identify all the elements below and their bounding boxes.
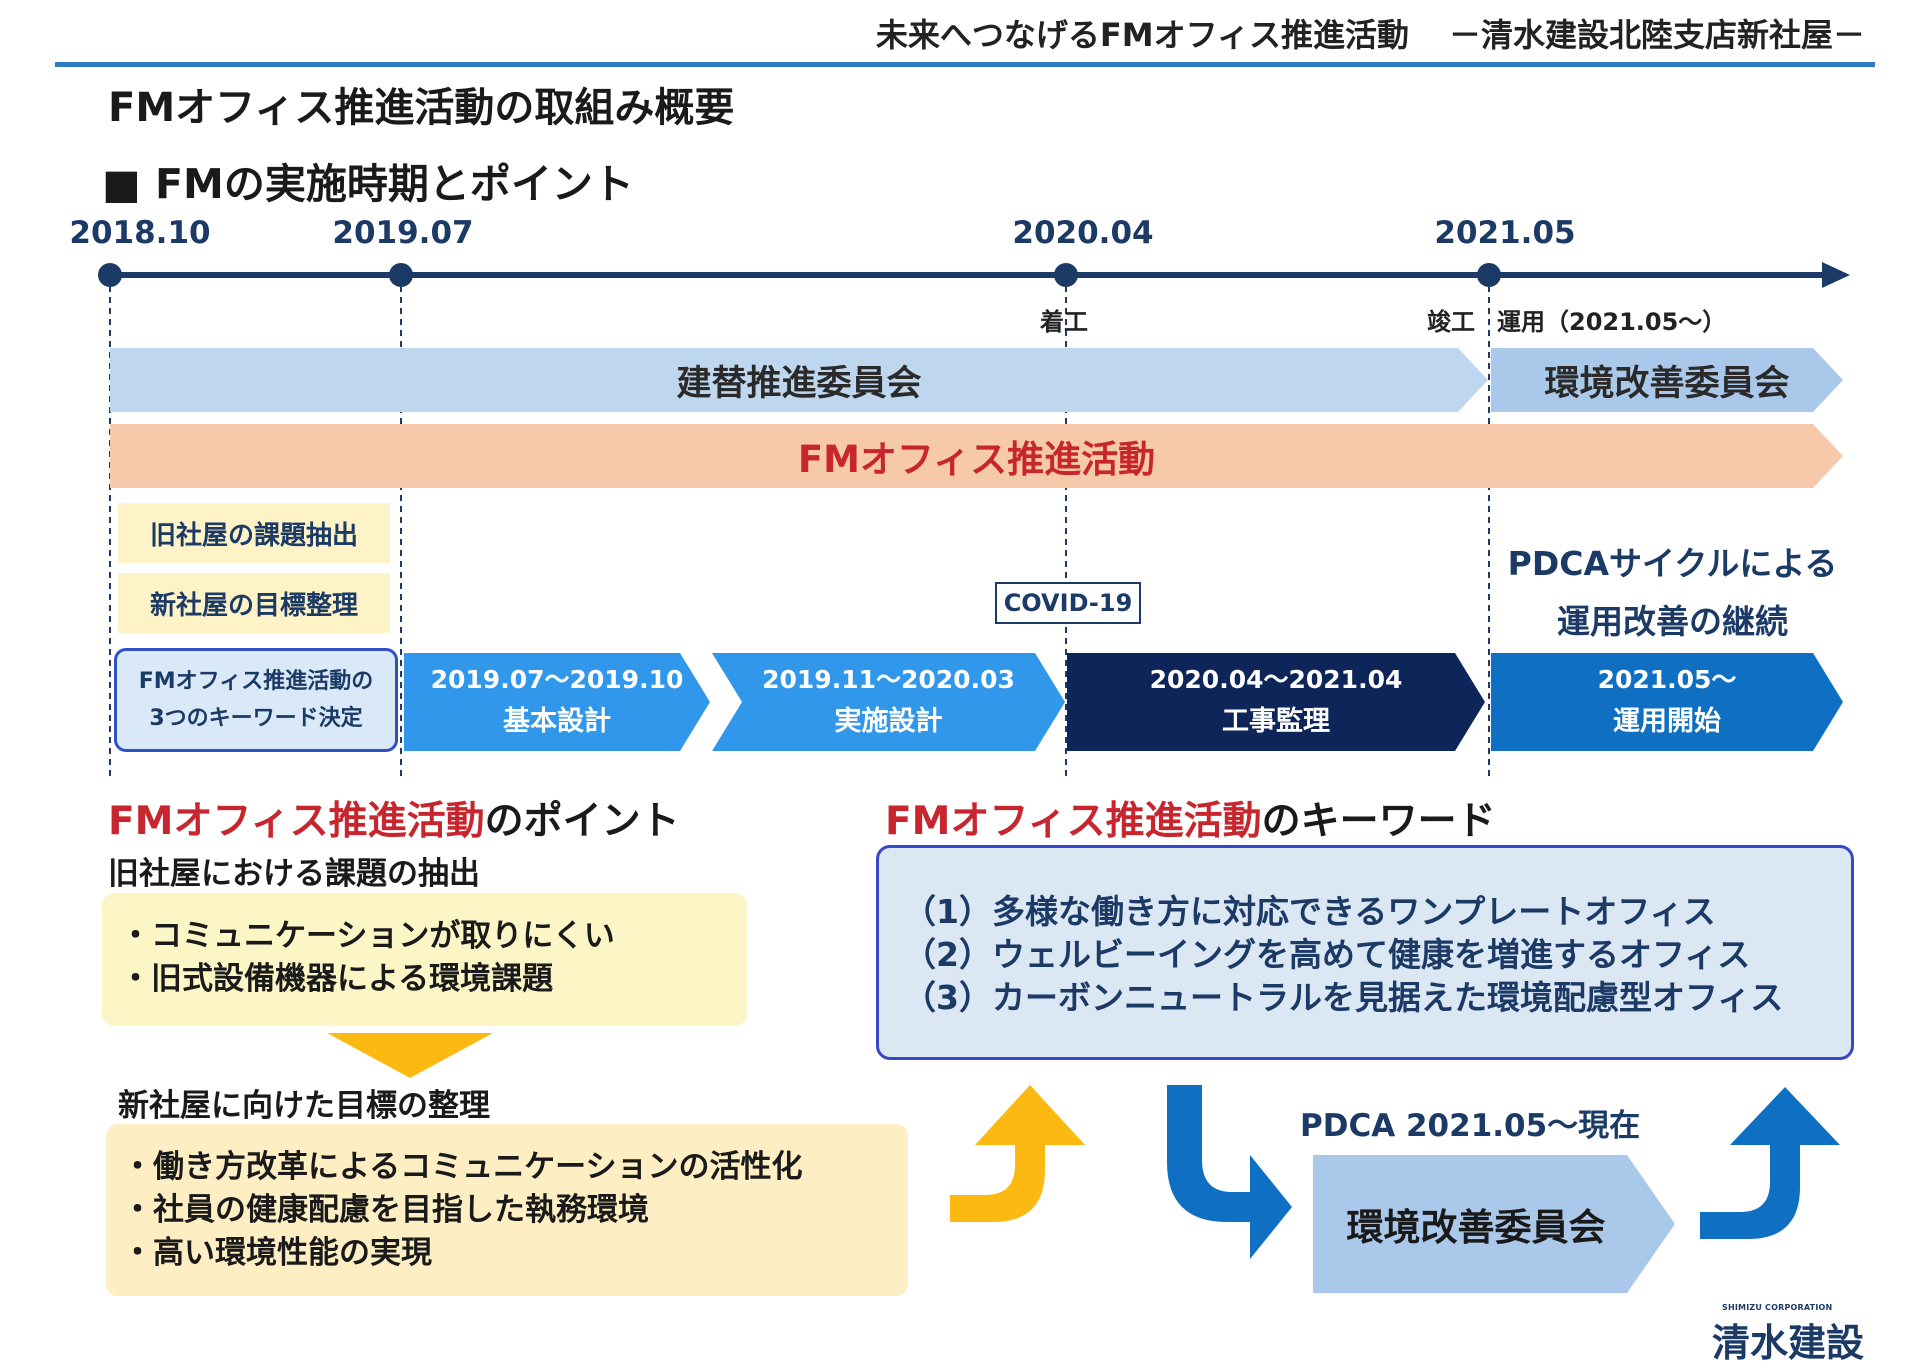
page-title: FMオフィス推進活動の取組み概要	[108, 85, 735, 131]
goal-item: ・社員の健康配慮を目指した執務環境	[122, 1192, 649, 1228]
pdca-text-line1: PDCAサイクルによる	[1507, 544, 1838, 583]
keyword-decision-line2: 3つのキーワード決定	[149, 706, 363, 731]
env-committee-band: 環境改善委員会	[1491, 348, 1843, 412]
keyword-decision-line1: FMオフィス推進活動の	[138, 668, 374, 694]
keyword-item: （3）カーボンニュートラルを見据えた環境配慮型オフィス	[903, 978, 1784, 1017]
keyword-decision-box: FMオフィス推進活動の 3つのキーワード決定	[114, 648, 398, 752]
timeline-arrowhead	[1822, 262, 1850, 288]
down-triangle-arrow	[327, 1033, 493, 1078]
task-issue-extraction: 旧社屋の課題抽出	[118, 503, 390, 563]
phase-dates: 2019.11～2020.03	[762, 665, 1015, 695]
issue-item: ・旧式設備機器による環境課題	[120, 961, 554, 997]
issues-label: 旧社屋における課題の抽出	[108, 856, 480, 892]
keyword-item: （1）多様な働き方に対応できるワンプレートオフィス	[903, 892, 1716, 931]
pdca-cycle-label: PDCA 2021.05～現在	[1300, 1108, 1641, 1144]
milestone-dot-2020-04	[1054, 263, 1078, 287]
pdca-text-line2: 運用改善の継続	[1557, 602, 1788, 641]
phase-name: 基本設計	[503, 706, 611, 738]
issue-item: ・コミュニケーションが取りにくい	[120, 918, 615, 954]
company-logo: 清水建設	[1712, 1320, 1865, 1365]
header-title: 未来へつなげるFMオフィス推進活動	[875, 16, 1409, 54]
goal-item: ・高い環境性能の実現	[122, 1235, 432, 1271]
phase-name: 運用開始	[1613, 706, 1721, 738]
goals-label: 新社屋に向けた目標の整理	[118, 1088, 490, 1124]
phase-dates: 2019.07～2019.10	[430, 665, 684, 695]
date-2021-05: 2021.05	[1434, 215, 1576, 251]
phase-detailed-design: 2019.11～2020.03 実施設計	[712, 653, 1065, 751]
header-subtitle: －清水建設北陸支店新社屋－	[1448, 16, 1865, 54]
goals-box: ・働き方改革によるコミュニケーションの活性化 ・社員の健康配慮を目指した執務環境…	[106, 1124, 908, 1296]
phase-dates: 2020.04～2021.04	[1149, 665, 1403, 695]
milestone-end-label: 竣工	[1427, 308, 1475, 336]
milestone-dot-2021-05	[1477, 263, 1501, 287]
keyword-item: （2）ウェルビーイングを高めて健康を増進するオフィス	[903, 935, 1751, 974]
keywords-heading-black: のキーワード	[1261, 799, 1496, 844]
phase-dates: 2021.05～	[1597, 665, 1737, 695]
issues-box: ・コミュニケーションが取りにくい ・旧式設備機器による環境課題	[102, 893, 747, 1026]
phase-construction-supervision: 2020.04～2021.04 工事監理	[1067, 653, 1485, 751]
fm-activity-band: FMオフィス推進活動	[110, 424, 1843, 488]
phase-basic-design: 2019.07～2019.10 基本設計	[404, 653, 710, 751]
milestone-start-label: 着工	[1040, 308, 1088, 336]
phase-name: 工事監理	[1222, 706, 1330, 738]
yellow-curved-arrow	[950, 1085, 1085, 1222]
blue-up-turn-arrow	[1700, 1087, 1840, 1239]
keywords-heading-red: FMオフィス推進活動	[885, 799, 1262, 844]
header: 未来へつなげるFMオフィス推進活動 －清水建設北陸支店新社屋－	[876, 10, 1865, 56]
committee-band: 建替推進委員会	[110, 348, 1488, 412]
date-2020-04: 2020.04	[1012, 215, 1154, 251]
header-rule	[55, 62, 1875, 67]
task-goal-organization: 新社屋の目標整理	[118, 573, 390, 633]
phase-operation-start: 2021.05～ 運用開始	[1491, 653, 1843, 751]
env-committee-arrow-box: 環境改善委員会	[1313, 1155, 1675, 1293]
points-heading: FMオフィス推進活動のポイント	[108, 790, 680, 846]
keywords-heading: FMオフィス推進活動のキーワード	[885, 790, 1496, 846]
keywords-panel: （1）多様な働き方に対応できるワンプレートオフィス （2）ウェルビーイングを高め…	[876, 845, 1854, 1060]
operation-label: 運用（2021.05～）	[1497, 308, 1727, 336]
date-2019-07: 2019.07	[332, 215, 474, 251]
covid-label: COVID-19	[995, 582, 1141, 624]
phase-name: 実施設計	[834, 706, 943, 738]
milestone-dot-2019-07	[389, 263, 413, 287]
pdca-continuous-text: PDCAサイクルによる 運用改善の継続	[1490, 535, 1855, 651]
section-title: ■ FMの実施時期とポイント	[102, 160, 634, 208]
milestone-dot-2018-10	[98, 263, 122, 287]
date-2018-10: 2018.10	[69, 215, 211, 251]
blue-down-turn-arrow	[1167, 1085, 1292, 1259]
goal-item: ・働き方改革によるコミュニケーションの活性化	[122, 1149, 803, 1185]
points-heading-red: FMオフィス推進活動	[108, 799, 485, 844]
points-heading-black: のポイント	[484, 799, 680, 844]
logo-english: SHIMIZU CORPORATION	[1722, 1303, 1833, 1312]
